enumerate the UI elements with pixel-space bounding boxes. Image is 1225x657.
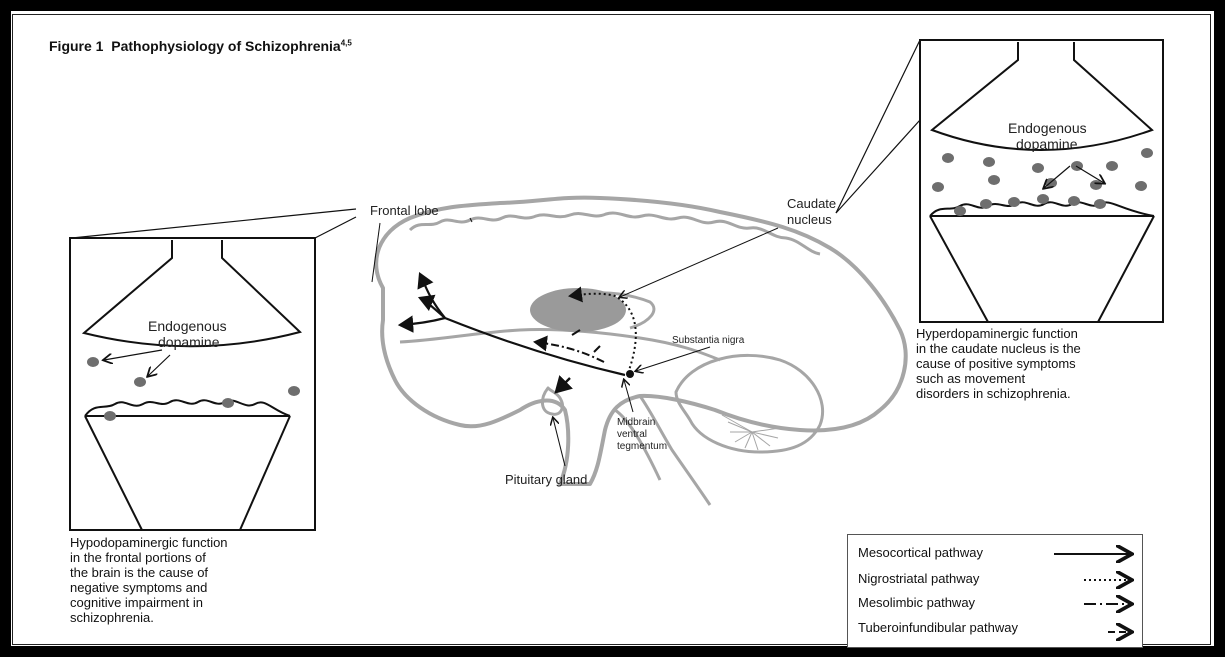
left-caption-line: cognitive impairment in	[70, 595, 228, 610]
pathway-legend: Mesocortical pathway Nigrostriatal pathw…	[847, 534, 1143, 648]
caudate-nucleus-shape	[530, 288, 626, 332]
left-dopamine-dot	[87, 357, 99, 367]
left-caption-line: negative symptoms and	[70, 580, 228, 595]
frontal-lobe-label: Frontal lobe	[370, 203, 439, 219]
left-dopamine-label: dopamine	[158, 334, 220, 350]
right-dopamine-dot	[983, 157, 995, 167]
right-synapse-panel	[836, 40, 1163, 322]
substantia-nigra-label: Substantia nigra	[672, 335, 744, 347]
right-dopamine-dot	[1090, 180, 1102, 190]
left-dopamine-dot	[222, 398, 234, 408]
right-caption-line: Hyperdopaminergic function	[916, 326, 1081, 341]
right-dopamine-dot	[954, 206, 966, 216]
right-caption-line: such as movement	[916, 371, 1081, 386]
right-dopamine-dot	[1032, 163, 1044, 173]
midbrain-label-line2: ventral	[617, 429, 647, 441]
left-caption-line: Hypodopaminergic function	[70, 535, 228, 550]
right-dopamine-dot	[1135, 181, 1147, 191]
right-dopamine-dot	[988, 175, 1000, 185]
caudate-nucleus-label-line2: nucleus	[787, 212, 832, 228]
left-synapse-panel	[70, 209, 356, 530]
legend-swatches	[848, 535, 1144, 649]
midbrain-label-line1: Midbrain	[617, 417, 655, 429]
midbrain-dot	[626, 370, 634, 378]
right-dopamine-dot	[1068, 196, 1080, 206]
left-caption-line: in the frontal portions of	[70, 550, 228, 565]
brain-illustration	[376, 198, 906, 505]
tuberoinfundibular-pathway	[556, 378, 570, 392]
left-caption-line: schizophrenia.	[70, 610, 228, 625]
right-caption-line: in the caudate nucleus is the	[916, 341, 1081, 356]
right-dopamine-dot	[1037, 194, 1049, 204]
right-caption: Hyperdopaminergic function in the caudat…	[916, 326, 1081, 401]
right-dopamine-dot	[1094, 199, 1106, 209]
pituitary-gland-label: Pituitary gland	[505, 472, 587, 488]
right-dopamine-dot	[1106, 161, 1118, 171]
left-endogenous-label: Endogenous	[148, 318, 227, 334]
right-dopamine-dot	[1045, 178, 1057, 188]
right-caption-line: cause of positive symptoms	[916, 356, 1081, 371]
right-dopamine-label: dopamine	[1016, 136, 1078, 152]
right-caption-line: disorders in schizophrenia.	[916, 386, 1081, 401]
left-caption-line: the brain is the cause of	[70, 565, 228, 580]
left-dopamine-dot	[134, 377, 146, 387]
right-endogenous-label: Endogenous	[1008, 120, 1087, 136]
right-dopamine-dot	[932, 182, 944, 192]
right-dopamine-dot	[980, 199, 992, 209]
caudate-nucleus-label-line1: Caudate	[787, 196, 836, 212]
left-dopamine-dot	[288, 386, 300, 396]
left-caption: Hypodopaminergic function in the frontal…	[70, 535, 228, 625]
mesolimbic-pathway	[535, 342, 604, 362]
right-dopamine-dot	[1141, 148, 1153, 158]
midbrain-label-line3: tegmentum	[617, 441, 667, 453]
left-dopamine-dot	[104, 411, 116, 421]
right-dopamine-dot	[1008, 197, 1020, 207]
mesolimbic-dash-mark	[594, 346, 600, 352]
right-dopamine-dot	[942, 153, 954, 163]
